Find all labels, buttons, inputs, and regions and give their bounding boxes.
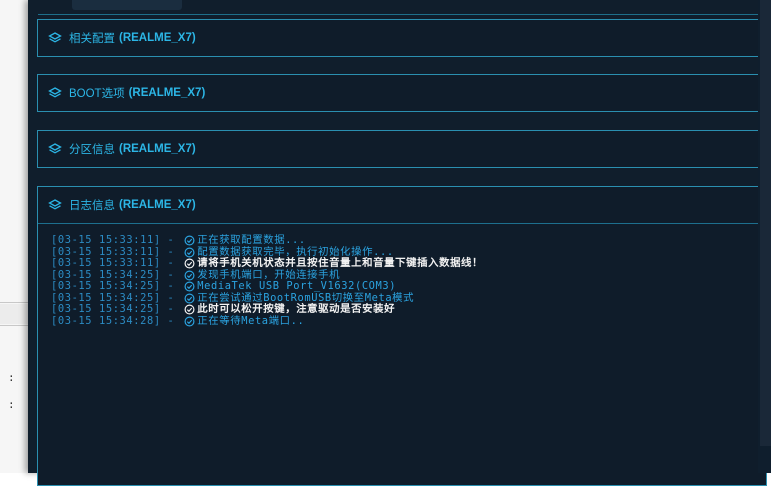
layers-icon [48, 199, 62, 210]
check-circle-icon [184, 304, 195, 315]
log-message: MediaTek USB Port_V1632(COM3) [197, 280, 397, 292]
log-line: [03-15 15:34:28] - 正在等待Meta端口.. [51, 314, 766, 328]
log-line: [03-15 15:34:25] - 发现手机端口，开始连接手机 [51, 268, 766, 282]
layers-icon [48, 87, 62, 98]
log-separator: - [160, 257, 182, 269]
log-line: [03-15 15:34:25] - 正在尝试通过BootRomUSB切换至Me… [51, 291, 766, 305]
check-circle-icon [184, 258, 195, 269]
section-title-cn: 相关配置 [69, 33, 115, 45]
toolbar-button[interactable] [72, 0, 182, 10]
layers-icon [48, 32, 62, 43]
log-message: 发现手机端口，开始连接手机 [197, 268, 341, 281]
section-device: (REALME_X7) [119, 199, 196, 211]
check-circle-icon [184, 270, 195, 281]
background-text: : [8, 398, 15, 411]
background-divider [0, 302, 40, 303]
log-message: 正在等待Meta端口.. [197, 314, 305, 327]
section-boot-options[interactable]: BOOT选项 (REALME_X7) [37, 74, 767, 112]
section-header[interactable]: 分区信息 (REALME_X7) [38, 131, 766, 167]
log-separator: - [160, 280, 182, 292]
log-message: 正在获取配置数据... [197, 234, 306, 246]
log-message: 配置数据获取完毕，执行初始化操作... [197, 245, 394, 258]
log-timestamp: [03-15 15:34:25] [51, 268, 161, 281]
log-separator: - [160, 234, 182, 246]
scrollbar-thumb[interactable] [760, 0, 771, 446]
log-timestamp: [03-15 15:33:11] [51, 245, 161, 258]
log-message: 请将手机关机状态并且按住音量上和音量下键插入数据线！ [197, 257, 484, 269]
background-divider [0, 325, 40, 326]
right-scrollbar[interactable] [758, 0, 771, 473]
log-separator: - [160, 314, 182, 327]
log-separator: - [160, 245, 182, 258]
check-circle-icon [184, 235, 195, 246]
log-line: [03-15 15:33:11] - 配置数据获取完毕，执行初始化操作... [51, 245, 766, 259]
section-device: (REALME_X7) [119, 32, 196, 44]
layers-icon [48, 143, 62, 154]
log-timestamp: [03-15 15:33:11] [51, 234, 161, 246]
log-line: [03-15 15:33:11] - 正在获取配置数据... [51, 234, 766, 247]
section-title-cn: BOOT选项 [69, 88, 125, 100]
section-log: 日志信息 (REALME_X7) [03-15 15:33:11] - 正在获取… [37, 186, 767, 486]
log-timestamp: [03-15 15:34:25] [51, 280, 161, 292]
check-circle-icon [184, 293, 195, 304]
log-line: [03-15 15:33:11] - 请将手机关机状态并且按住音量上和音量下键插… [51, 257, 766, 270]
log-timestamp: [03-15 15:34:25] [51, 303, 161, 315]
section-title-cn: 分区信息 [69, 144, 115, 156]
check-circle-icon [184, 247, 195, 258]
section-config[interactable]: 相关配置 (REALME_X7) [37, 19, 767, 57]
log-separator: - [160, 291, 182, 304]
section-device: (REALME_X7) [119, 143, 196, 155]
log-timestamp: [03-15 15:33:11] [51, 257, 161, 269]
top-toolbar-edge [38, 0, 758, 15]
section-header[interactable]: 日志信息 (REALME_X7) [38, 187, 766, 224]
log-line: [03-15 15:34:25] - MediaTek USB Port_V16… [51, 280, 766, 293]
section-partition-info[interactable]: 分区信息 (REALME_X7) [37, 130, 767, 168]
log-timestamp: [03-15 15:34:25] [51, 291, 161, 304]
section-title-cn: 日志信息 [69, 200, 115, 212]
log-output[interactable]: [03-15 15:33:11] - 正在获取配置数据... [03-15 15… [38, 224, 766, 327]
background-text: : [8, 371, 15, 384]
log-line: [03-15 15:34:25] - 此时可以松开按键，注意驱动是否安装好 [51, 303, 766, 316]
check-circle-icon [184, 281, 195, 292]
section-header[interactable]: BOOT选项 (REALME_X7) [38, 75, 766, 111]
log-message: 正在尝试通过BootRomUSB切换至Meta模式 [197, 291, 415, 304]
check-circle-icon [184, 316, 195, 327]
log-message: 此时可以松开按键，注意驱动是否安装好 [197, 303, 396, 315]
log-separator: - [160, 268, 182, 281]
log-separator: - [160, 303, 182, 315]
section-header[interactable]: 相关配置 (REALME_X7) [38, 20, 766, 56]
log-timestamp: [03-15 15:34:28] [51, 314, 161, 327]
app-window: 相关配置 (REALME_X7) BOOT选项 (REALME_X7) 分区信息… [28, 0, 767, 486]
section-device: (REALME_X7) [128, 87, 206, 99]
